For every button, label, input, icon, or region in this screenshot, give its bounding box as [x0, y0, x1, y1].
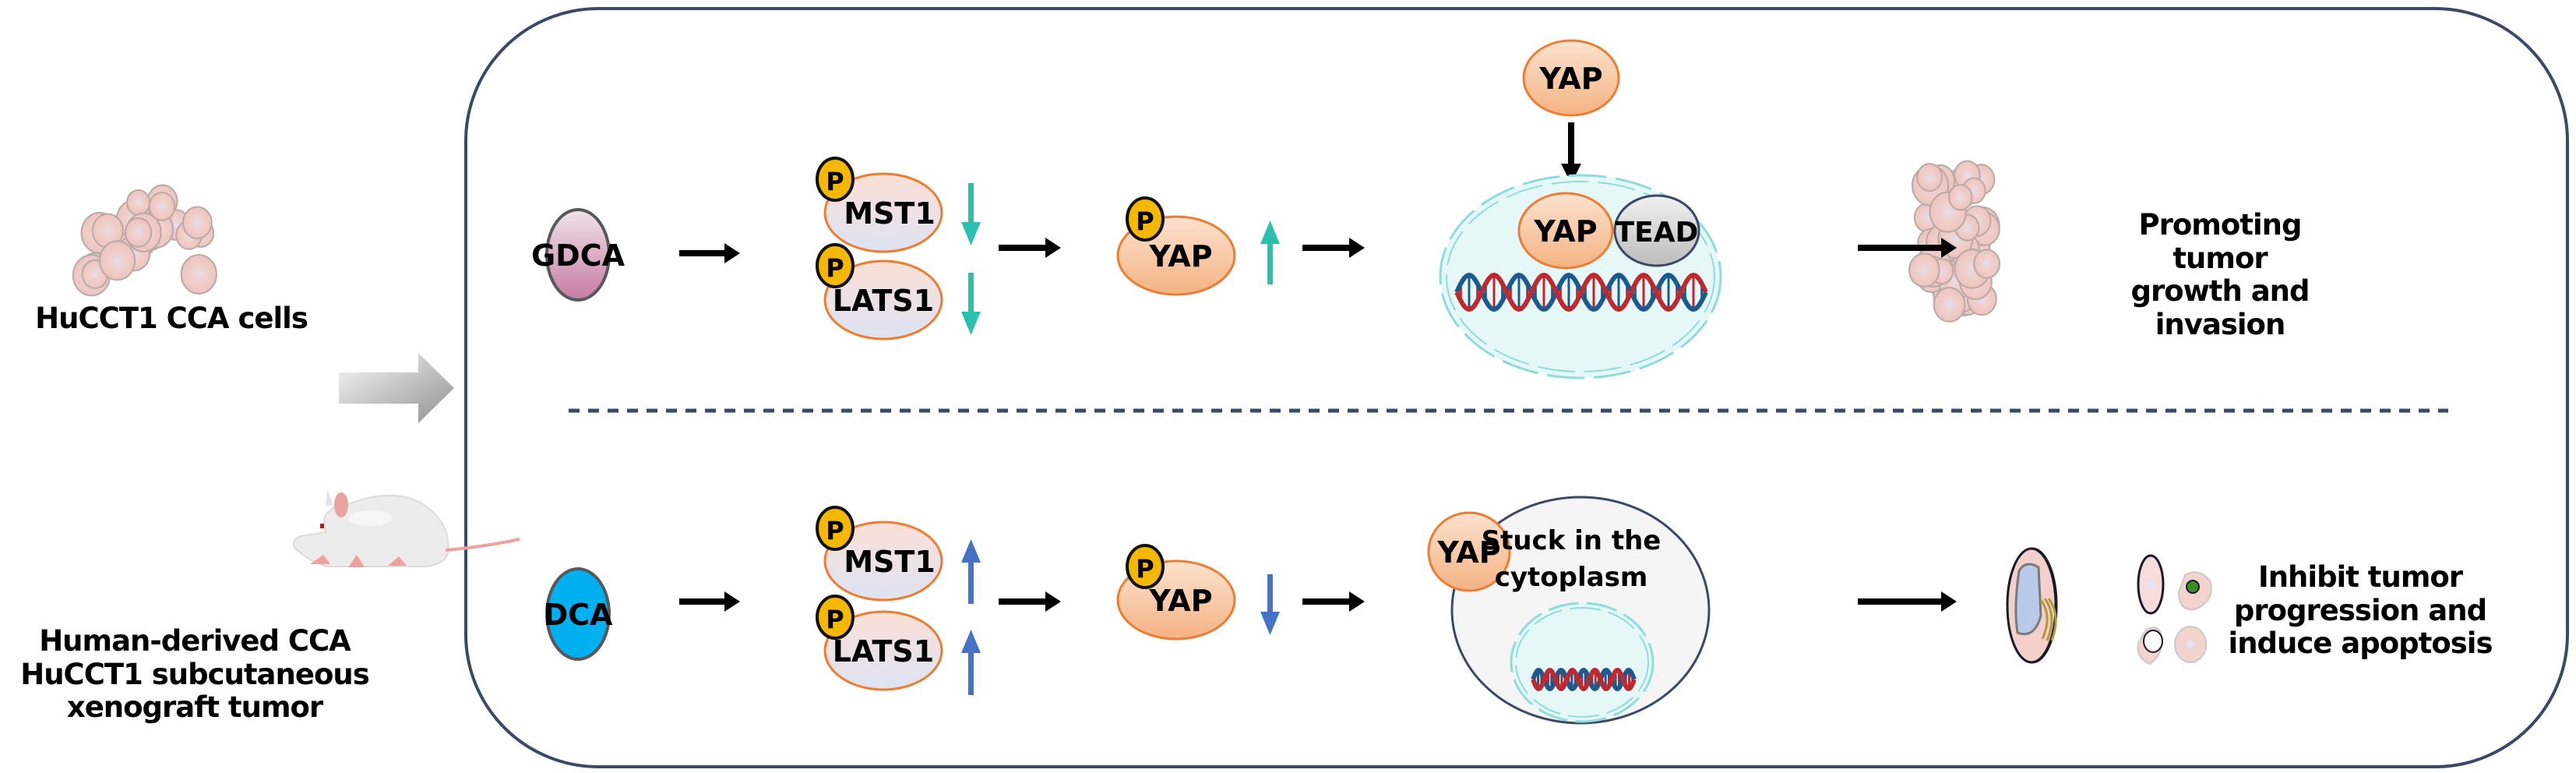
yap-phospho-label: YAP: [1148, 239, 1212, 274]
flow-arrow-icon: [1858, 238, 1957, 258]
flow-arrow-icon: [999, 591, 1061, 612]
flow-arrow-icon: [999, 238, 1061, 258]
flow-arrow-icon: [1302, 591, 1365, 612]
dna-helix-icon: [1454, 272, 1708, 312]
mouse-label-line-2: HuCCT1 subcutaneous: [20, 657, 369, 691]
cell-icon: [1933, 287, 1966, 323]
lats1-node: [823, 259, 943, 341]
free-yap-label: YAP: [1538, 62, 1602, 96]
phospho-badge-icon: P: [1126, 544, 1165, 589]
top-outcome-line-2: growth and: [2130, 274, 2310, 309]
top-pathway: GDCA MST1 LATS1 P P YAP: [531, 39, 2001, 379]
mst1-label: MST1: [844, 196, 936, 231]
flow-arrow-icon: [679, 243, 740, 263]
flow-arrow-icon: [1858, 591, 1957, 612]
flow-arrow-icon: [1302, 238, 1365, 258]
svg-text:P: P: [1136, 206, 1154, 236]
lats1-label: LATS1: [833, 634, 934, 669]
top-outcome-label: Promoting tumor growth and invasion: [2088, 208, 2352, 341]
phospho-badge-icon: P: [816, 157, 855, 202]
lats1-node: [823, 610, 943, 691]
arrow-down-icon: [1561, 122, 1581, 184]
yap-phospho-label: YAP: [1148, 584, 1212, 618]
phospho-badge-icon: P: [816, 506, 855, 551]
cell-icon: [181, 206, 213, 239]
cytoplasm-note-line-1: Stuck in the: [1482, 525, 1662, 556]
gdca-node: [545, 208, 611, 302]
phospho-badge-icon: P: [816, 595, 855, 640]
bottom-outcome-line-2: progression and: [2233, 593, 2487, 627]
dna-helix-icon: [1531, 667, 1637, 692]
tead-label: TEAD: [1616, 217, 1699, 249]
mouse-label: Human-derived CCA HuCCT1 subcutaneous xe…: [0, 624, 389, 725]
cell-icon: [126, 189, 151, 216]
bottom-pathway: DCA MST1 LATS1 P P YAP P: [544, 496, 2212, 725]
mouse-label-line-3: xenograft tumor: [66, 690, 323, 725]
cell-icon: [1916, 163, 1943, 192]
dca-label: DCA: [544, 598, 613, 632]
cytoplasm-yap-node: [1427, 511, 1511, 592]
svg-text:P: P: [826, 605, 844, 634]
svg-text:P: P: [826, 253, 844, 283]
apoptotic-cells-icon: [2006, 547, 2212, 665]
tumor-cluster-icon: [1908, 160, 2001, 323]
dca-node: [545, 567, 611, 661]
nucleus-yap-label: YAP: [1533, 214, 1597, 249]
svg-text:P: P: [826, 516, 844, 545]
cell-icon: [1908, 252, 1940, 288]
mouse-icon: [292, 489, 520, 567]
trend-up-arrow-icon: [961, 539, 981, 604]
big-gray-arrow-icon: [339, 353, 454, 423]
flow-arrow-icon: [679, 591, 740, 612]
cytoplasm-note-line-2: cytoplasm: [1495, 562, 1648, 593]
cell-icon: [180, 254, 217, 295]
nucleus-yap-node: [1517, 192, 1614, 270]
bottom-outcome-line-3: induce apoptosis: [2228, 627, 2493, 661]
cell-icon: [1973, 249, 2001, 279]
trend-up-arrow-icon: [961, 630, 981, 695]
cell-icon: [124, 217, 153, 248]
top-outcome-line-3: invasion: [2155, 307, 2286, 341]
mouse-label-line-1: Human-derived CCA: [39, 624, 351, 658]
top-outcome-line-1: Promoting tumor: [2138, 208, 2303, 275]
trend-down-arrow-icon: [961, 273, 981, 335]
nucleus: [1510, 602, 1654, 723]
lats1-label: LATS1: [833, 284, 934, 318]
trend-down-arrow-icon: [961, 183, 981, 245]
trend-down-arrow-icon: [1260, 574, 1280, 635]
mst1-label: MST1: [844, 545, 936, 579]
cell-cluster-icon: [72, 184, 217, 297]
free-yap-node: [1522, 39, 1620, 117]
phospho-badge-icon: P: [816, 243, 855, 288]
cell-icon: [98, 240, 136, 281]
gdca-label: GDCA: [531, 238, 625, 273]
bottom-outcome-line-1: Inhibit tumor: [2257, 560, 2463, 594]
tead-node: [1613, 194, 1700, 267]
cell-icon: [1948, 184, 1973, 211]
phospho-badge-icon: P: [1126, 196, 1165, 242]
trend-up-arrow-icon: [1260, 221, 1280, 284]
svg-text:P: P: [826, 167, 844, 196]
bottom-outcome-label: Inhibit tumor progression and induce apo…: [2220, 560, 2500, 661]
cells-label: HuCCT1 CCA cells: [35, 302, 308, 335]
mst1-node: [823, 172, 943, 253]
mst1-node: [823, 521, 943, 602]
cytoplasm-yap-label: YAP: [1436, 535, 1500, 570]
pathway-frame: [464, 7, 2569, 768]
svg-text:P: P: [1136, 554, 1154, 584]
